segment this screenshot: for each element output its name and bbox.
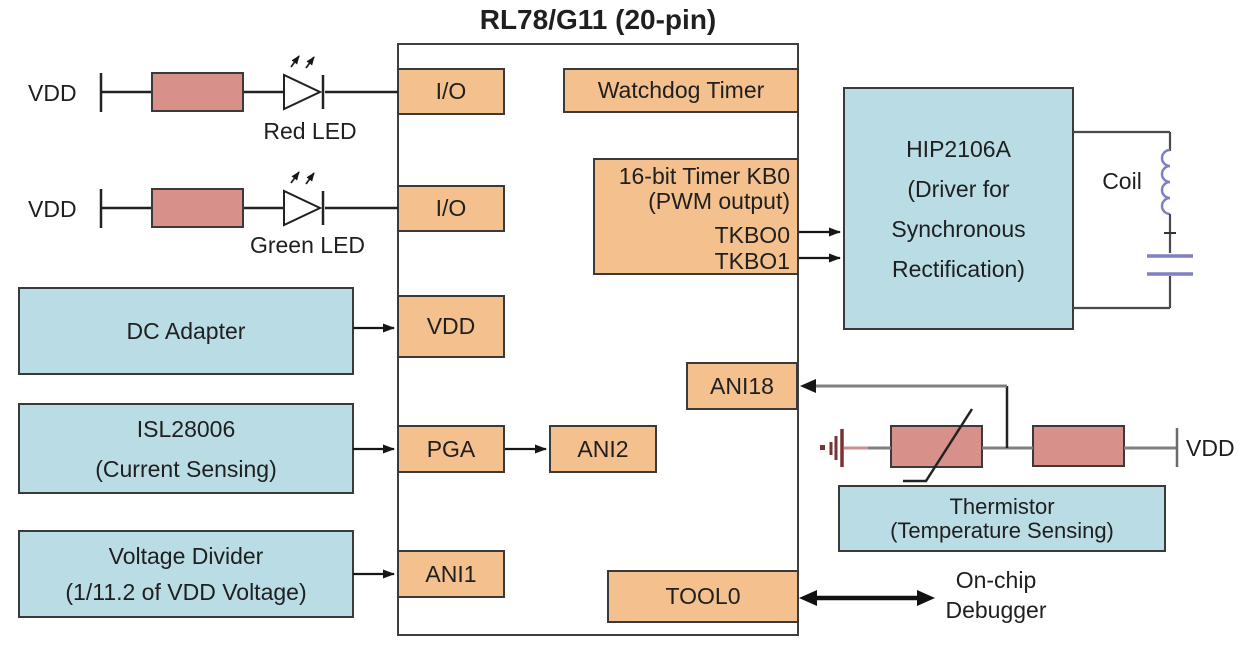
green-led-label: Green LED — [249, 232, 366, 258]
timer-kb0-line2: (PWM output) — [648, 188, 790, 214]
dc-adapter-label: DC Adapter — [126, 317, 246, 344]
resistor-red-led — [151, 72, 244, 112]
resistor-thermistor-chain — [1032, 425, 1125, 467]
block-timer-kb0: 16-bit Timer KB0 (PWM output) TKBO0 TKBO… — [593, 158, 799, 275]
thermistor-line2: (Temperature Sensing) — [890, 517, 1114, 543]
block-watchdog-timer: Watchdog Timer — [563, 68, 799, 113]
voltage-divider-line1: Voltage Divider — [108, 543, 264, 569]
vdd-label-green: VDD — [28, 196, 77, 222]
pin-ani2: ANI2 — [549, 425, 657, 473]
lc-output-circuit — [1073, 130, 1193, 310]
led-icon — [283, 73, 323, 111]
led-light-arrow — [290, 171, 300, 184]
on-chip-debugger-label: On-chip Debugger — [936, 565, 1056, 625]
pin-ani1: ANI1 — [397, 550, 505, 598]
voltage-divider-box: Voltage Divider (1/11.2 of VDD Voltage) — [18, 530, 354, 618]
pin-ani1-label: ANI1 — [425, 560, 477, 587]
pin-io-bottom: I/O — [397, 185, 505, 232]
pin-tool0-label: TOOL0 — [665, 583, 741, 609]
red-led-label: Red LED — [263, 118, 357, 144]
pin-pga: PGA — [397, 425, 505, 473]
pin-tool0: TOOL0 — [607, 570, 799, 623]
driver-line2: (Driver for — [907, 175, 1010, 202]
vdd-label-thermistor: VDD — [1186, 435, 1235, 461]
pin-ani2-label: ANI2 — [577, 435, 629, 462]
timer-kb0-line1: 16-bit Timer KB0 — [618, 163, 790, 189]
pin-pga-label: PGA — [426, 435, 476, 462]
diagram-title: RL78/G11 (20-pin) — [479, 4, 717, 35]
green-led-circuit — [99, 171, 398, 228]
driver-line1: HIP2106A — [906, 135, 1011, 162]
resistor-green-led — [151, 188, 244, 228]
led-light-arrow — [290, 55, 300, 68]
arrowhead-left — [799, 590, 817, 606]
pin-vdd: VDD — [397, 295, 505, 358]
driver-line3: Synchronous — [891, 215, 1026, 242]
pin-io-top: I/O — [397, 68, 505, 115]
debugger-line2: Debugger — [945, 597, 1047, 623]
led-light-arrow — [305, 56, 315, 69]
current-sense-box: ISL28006 (Current Sensing) — [18, 403, 354, 494]
coil-label: Coil — [1102, 168, 1142, 194]
timer-kb0-output1: TKBO1 — [714, 248, 790, 274]
dc-adapter-box: DC Adapter — [18, 287, 354, 375]
inductor-icon — [1160, 148, 1171, 216]
led-icon — [283, 189, 323, 227]
pin-io-bottom-label: I/O — [435, 195, 467, 221]
driver-box: HIP2106A (Driver for Synchronous Rectifi… — [843, 87, 1074, 330]
thermistor-line1: Thermistor — [949, 493, 1055, 519]
ani18-arrowhead — [800, 379, 816, 393]
pin-ani18-label: ANI18 — [710, 372, 774, 399]
debugger-line1: On-chip — [955, 567, 1037, 593]
debugger-link — [799, 590, 935, 606]
watchdog-timer-label: Watchdog Timer — [597, 77, 765, 103]
current-sense-line1: ISL28006 — [136, 415, 236, 442]
vdd-label-red: VDD — [28, 80, 77, 106]
led-light-arrow — [305, 172, 315, 185]
thermistor-label-box: Thermistor (Temperature Sensing) — [838, 485, 1166, 552]
pin-io-top-label: I/O — [435, 78, 467, 104]
ground-icon — [820, 445, 825, 450]
thermistor-icon — [890, 425, 983, 468]
pin-ani18: ANI18 — [686, 362, 798, 410]
arrowhead-right — [917, 590, 935, 606]
voltage-divider-line2: (1/11.2 of VDD Voltage) — [65, 579, 307, 605]
pin-vdd-label: VDD — [426, 313, 476, 339]
current-sense-line2: (Current Sensing) — [95, 455, 277, 482]
timer-kb0-output0: TKBO0 — [714, 222, 790, 248]
red-led-circuit — [99, 55, 398, 112]
driver-line4: Rectification) — [892, 255, 1025, 282]
